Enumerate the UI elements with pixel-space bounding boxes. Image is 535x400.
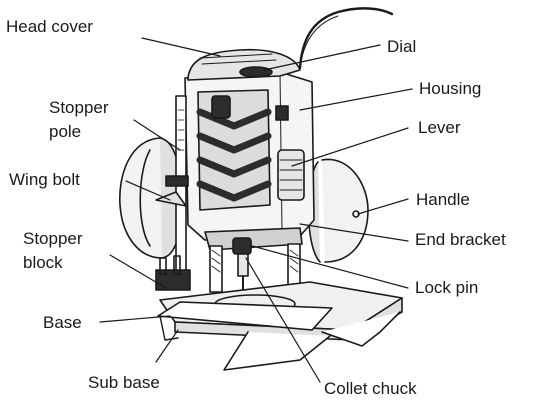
base-label: Base <box>43 313 82 332</box>
right-handle-knob <box>307 158 369 263</box>
stopper-block-label-line1: Stopper <box>23 229 83 248</box>
lever-label: Lever <box>418 118 461 137</box>
housing-label: Housing <box>419 79 482 98</box>
wing-bolt-label: Wing bolt <box>9 170 80 189</box>
guide-rails <box>223 311 401 371</box>
leader-lines <box>99 37 413 383</box>
stopper-pole-label-line2: pole <box>49 122 82 141</box>
end-bracket-part <box>204 227 303 251</box>
head-cover <box>187 48 301 81</box>
wing-bolt-part <box>155 175 189 207</box>
head-cover-label: Head cover <box>6 17 93 36</box>
handle-label: Handle <box>416 190 470 209</box>
end-bracket-label: End bracket <box>415 230 506 249</box>
collet-chuck-label: Collet chuck <box>324 379 417 398</box>
lever-part <box>277 149 305 201</box>
sub-base-label: Sub base <box>88 373 160 392</box>
stopper-block-label-line2: block <box>23 253 63 272</box>
stopper-pole-label-line1: Stopper <box>49 98 109 117</box>
stopper-pole-part <box>175 95 187 287</box>
lock-pin-label: Lock pin <box>415 278 479 297</box>
dial-label: Dial <box>387 37 417 56</box>
stopper-block-part <box>155 255 191 291</box>
sub-base-plate <box>157 301 333 341</box>
power-cord <box>298 7 394 70</box>
collet-assembly <box>232 237 252 297</box>
